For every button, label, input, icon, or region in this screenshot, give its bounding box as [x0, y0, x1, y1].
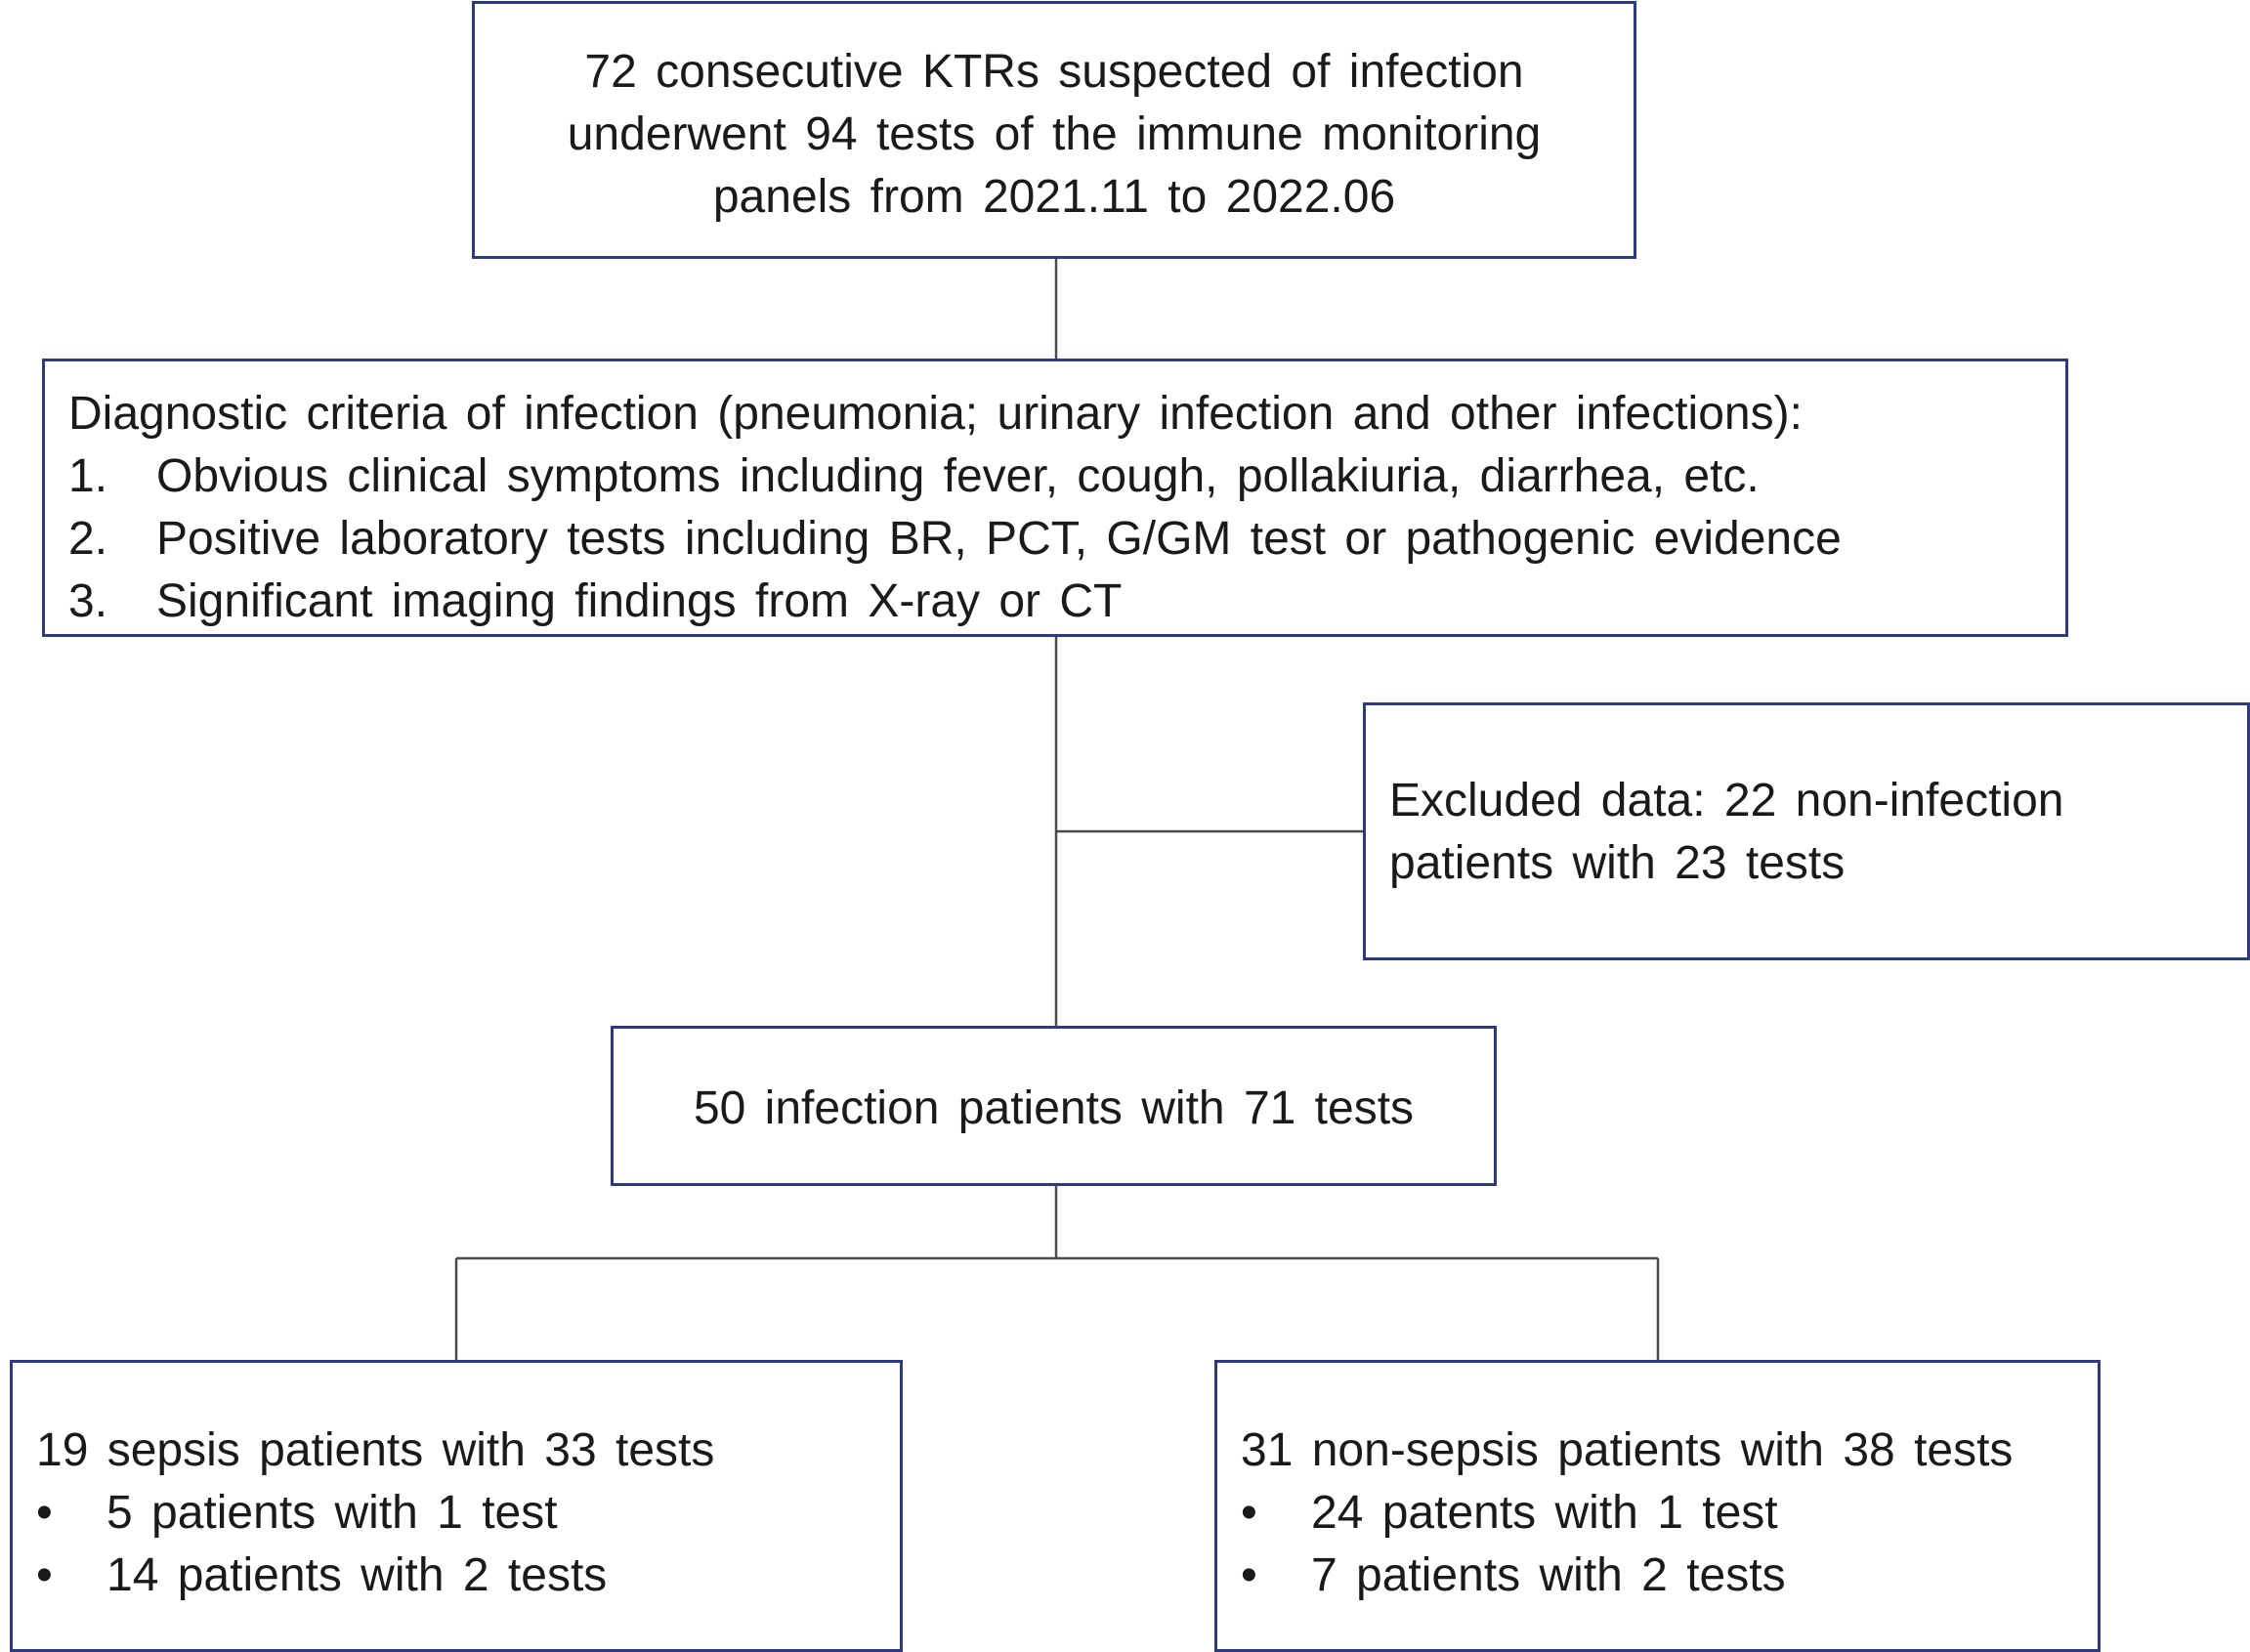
criteria-item-text: Obvious clinical symptoms including feve… [156, 450, 1760, 502]
sepsis-bullet-item: • 14 patients with 2 tests [36, 1545, 900, 1607]
non-sepsis-box: 31 non-sepsis patients with 38 tests • 24… [1214, 1360, 2101, 1652]
sepsis-bullet-item: • 5 patients with 1 test [36, 1482, 900, 1545]
nonsepsis-bullet-text: 24 patents with 1 test [1311, 1487, 1778, 1539]
criteria-item-number: 1. [68, 450, 108, 502]
nonsepsis-bullet-item: • 24 patents with 1 test [1241, 1482, 2098, 1545]
bullet-icon: • [1241, 1487, 1257, 1539]
sepsis-title: 19 sepsis patients with 33 tests [36, 1424, 715, 1476]
criteria-heading: Diagnostic criteria of infection (pneumo… [68, 388, 1803, 440]
nonsepsis-bullet-item: • 7 patients with 2 tests [1241, 1545, 2098, 1607]
criteria-item-number: 2. [68, 513, 108, 565]
excluded-line: patients with 23 tests [1389, 837, 1846, 889]
sepsis-bullet-text: 14 patients with 2 tests [106, 1549, 608, 1601]
screening-line: panels from 2021.11 to 2022.06 [712, 171, 1396, 223]
nonsepsis-bullet-text: 7 patients with 2 tests [1311, 1549, 1786, 1601]
criteria-item: 2. Positive laboratory tests including BR… [68, 508, 2065, 571]
bullet-icon: • [36, 1487, 53, 1539]
screening-box: 72 consecutive KTRs suspected of infecti… [472, 1, 1636, 259]
sepsis-box: 19 sepsis patients with 33 tests • 5 pati… [10, 1360, 903, 1652]
criteria-item-text: Positive laboratory tests including BR, … [156, 513, 1842, 565]
excluded-data-box: Excluded data: 22 non-infection patients… [1363, 702, 2250, 960]
infection-patients-box: 50 infection patients with 71 tests [611, 1026, 1497, 1186]
criteria-item-text: Significant imaging findings from X-ray … [156, 575, 1123, 627]
bullet-icon: • [36, 1549, 53, 1601]
bullet-icon: • [1241, 1549, 1257, 1601]
infection-label: 50 infection patients with 71 tests [693, 1082, 1415, 1134]
criteria-item: 3. Significant imaging findings from X-ra… [68, 571, 2065, 633]
excluded-line: Excluded data: 22 non-infection [1389, 775, 2064, 826]
screening-line: 72 consecutive KTRs suspected of infecti… [584, 46, 1524, 98]
nonsepsis-title: 31 non-sepsis patients with 38 tests [1241, 1424, 2014, 1476]
criteria-item-number: 3. [68, 575, 108, 627]
criteria-item: 1. Obvious clinical symptoms including fe… [68, 445, 2065, 508]
diagnostic-criteria-box: Diagnostic criteria of infection (pneumo… [42, 359, 2068, 637]
screening-line: underwent 94 tests of the immune monitor… [567, 108, 1542, 160]
sepsis-bullet-text: 5 patients with 1 test [106, 1487, 558, 1539]
